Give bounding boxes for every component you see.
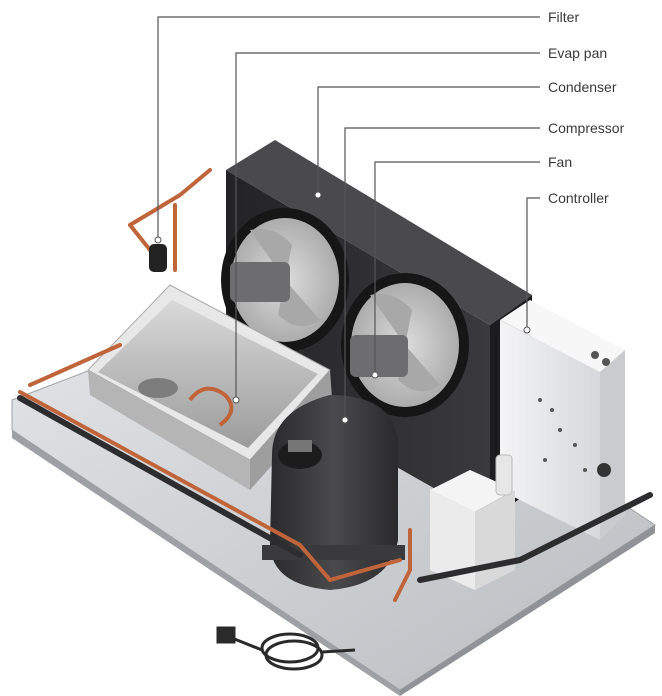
leader-lines <box>157 16 540 420</box>
compressor <box>262 395 405 590</box>
label-fan: Fan <box>548 154 573 170</box>
label-compressor: Compressor <box>548 120 625 136</box>
label-evap-pan: Evap pan <box>548 45 608 61</box>
controller <box>500 300 625 540</box>
black-hose <box>17 395 653 583</box>
fan-left <box>221 208 349 352</box>
leader-endpoints <box>154 191 531 424</box>
label-controller: Controller <box>548 190 609 206</box>
filter <box>149 244 167 272</box>
power-cord <box>216 626 356 671</box>
fan-right <box>341 273 469 417</box>
label-filter: Filter <box>548 9 580 25</box>
label-condenser: Condenser <box>548 79 617 95</box>
